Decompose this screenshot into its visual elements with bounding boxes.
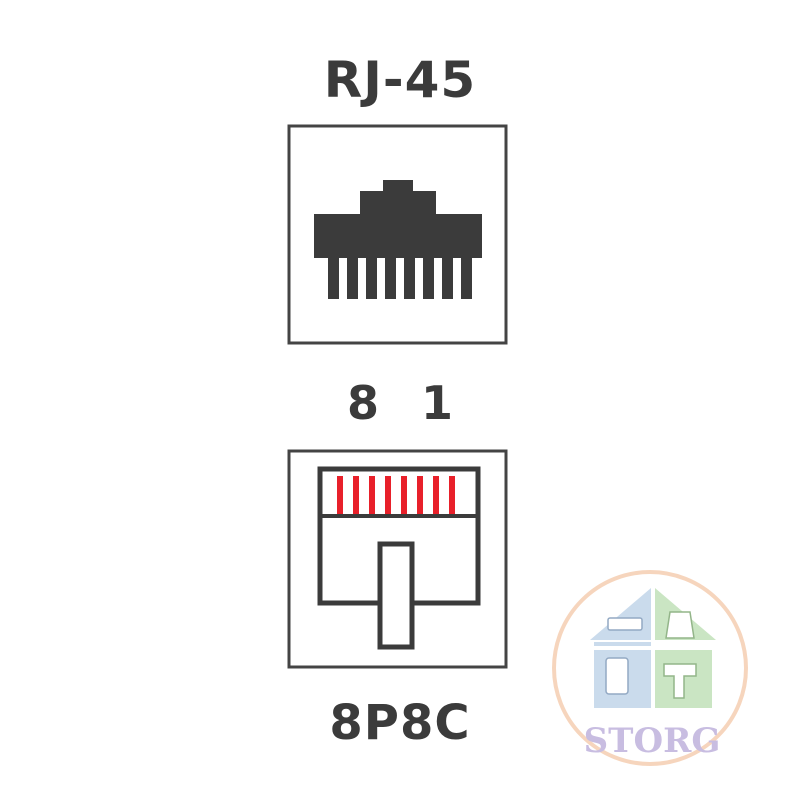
plug-frame (287, 449, 508, 669)
socket-pin (347, 256, 358, 299)
plug-contact (369, 476, 375, 514)
plug-contact (353, 476, 359, 514)
plug-contact (449, 476, 455, 514)
plug-contact (337, 476, 343, 514)
drill-icon (663, 663, 697, 699)
pin-number-8: 8 (346, 376, 379, 430)
rj45-socket-icon (314, 180, 482, 299)
8p8c-title: 8P8C (329, 695, 471, 751)
house-block-tl (594, 642, 651, 646)
house-roof-left (590, 588, 651, 640)
multimeter-icon (605, 657, 629, 695)
storg-logo: STORG (552, 570, 748, 766)
kettle-icon (665, 611, 695, 639)
socket-pin (366, 256, 377, 299)
plug-contact (417, 476, 423, 514)
plug-contact (433, 476, 439, 514)
8p8c-plug-icon (317, 466, 481, 650)
socket-pin (385, 256, 396, 299)
storg-wordmark: STORG (584, 721, 721, 761)
socket-pin (404, 256, 415, 299)
socket-pin (328, 256, 339, 299)
socket-pin (423, 256, 434, 299)
plug-contact (385, 476, 391, 514)
pin-number-1: 1 (420, 376, 453, 430)
air-conditioner-icon (607, 617, 643, 631)
plug-contact (401, 476, 407, 514)
socket-pin (442, 256, 453, 299)
rj45-title: RJ-45 (323, 51, 477, 109)
socket-pin (461, 256, 472, 299)
